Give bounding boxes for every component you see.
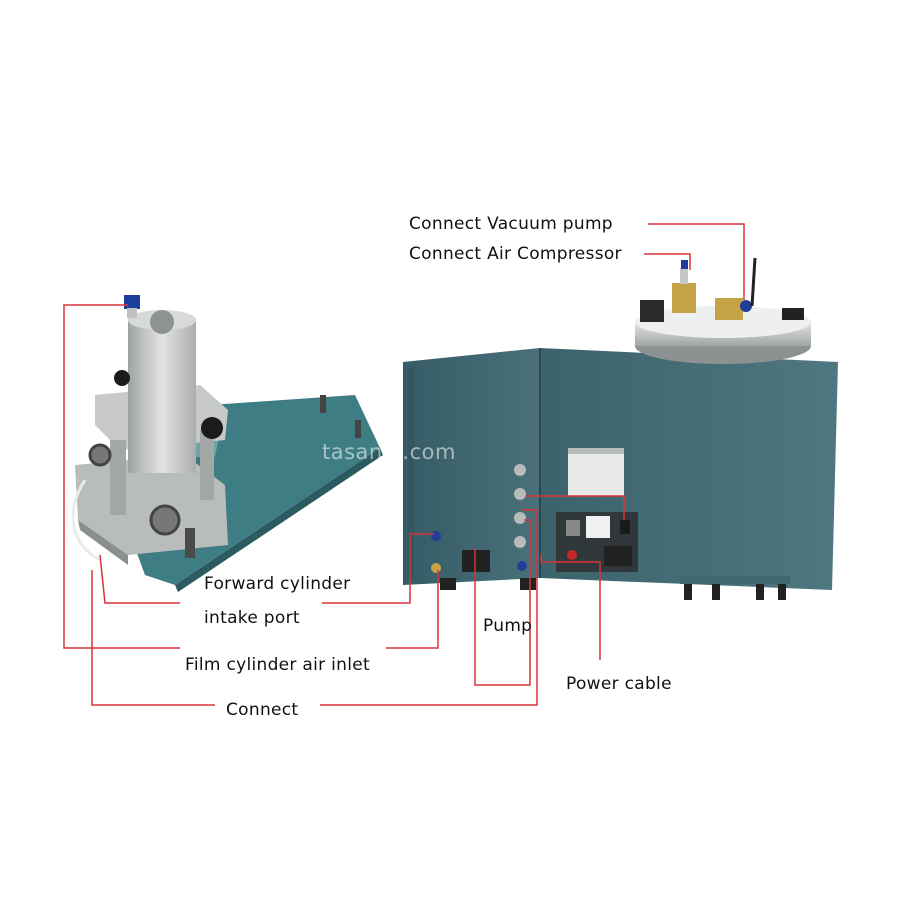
clamp-knob	[201, 417, 223, 439]
wax-clamp-unit	[71, 295, 383, 592]
air-hose	[71, 479, 101, 562]
leader-power-cable-a	[526, 495, 625, 520]
label-power-cable: Power cable	[566, 674, 672, 694]
leader-forward-cylinder-left	[99, 554, 180, 604]
label-intake-port: intake port	[204, 608, 300, 628]
clamp-base-edge	[175, 448, 383, 592]
leader-lines	[63, 223, 745, 706]
label-connect-air-compressor: Connect Air Compressor	[409, 244, 622, 264]
cylinder-body	[128, 318, 196, 473]
leader-vacuum-pump	[648, 223, 745, 300]
label-pump: Pump	[483, 616, 533, 636]
top-air-fitting	[124, 295, 140, 309]
leader-connect-left	[91, 570, 215, 706]
leader-power-cable-b	[540, 555, 601, 660]
watermark: tasanol.com	[322, 440, 456, 464]
leader-film-cylinder-left	[63, 304, 180, 649]
power-socket	[462, 550, 490, 572]
vacuum-valve	[715, 298, 743, 320]
spec-label-sticker	[568, 448, 624, 496]
label-connect: Connect	[226, 700, 299, 720]
label-connect-vacuum-pump: Connect Vacuum pump	[409, 214, 613, 234]
leader-film-cylinder-right	[386, 570, 439, 649]
vacuum-casting-machine	[403, 257, 838, 600]
cabinet-left	[403, 348, 540, 585]
air-valve	[672, 283, 696, 313]
leader-connect-right	[320, 509, 538, 706]
label-film-cylinder-air-inlet: Film cylinder air inlet	[185, 655, 371, 675]
label-forward-cylinder: Forward cylinder	[204, 574, 351, 594]
leader-air-compressor	[644, 253, 691, 270]
leader-forward-cylinder-right	[322, 533, 434, 604]
leader-pump	[474, 519, 531, 686]
